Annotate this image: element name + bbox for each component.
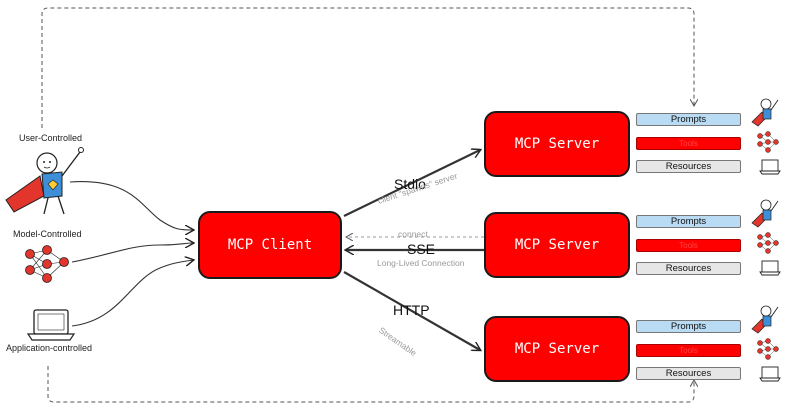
mcp-server-box-2: MCP Server: [484, 212, 630, 278]
sse-connect-note: connect: [398, 229, 428, 239]
model-controlled-label: Model-Controlled: [13, 229, 82, 239]
superhero-icon: [751, 98, 779, 127]
sse-label: SSE: [407, 241, 436, 257]
prompts-capability-2: Prompts: [636, 215, 741, 228]
mcp-server-box-1: MCP Server: [484, 111, 630, 177]
http-label: HTTP: [393, 302, 430, 318]
http-arrow: [343, 271, 480, 350]
application-controlled-label: Application-controlled: [6, 343, 93, 353]
superhero-icon: [751, 199, 779, 228]
mcp-client-box: MCP Client: [198, 211, 342, 279]
server-2-icons: [751, 199, 781, 276]
stdio-arrow: [343, 150, 480, 217]
user-controlled-label: User-Controlled: [19, 133, 83, 143]
superhero-user-icon: [5, 147, 84, 215]
laptop-icon: [26, 309, 76, 341]
app-to-resources-dashed-arrow: [47, 366, 694, 403]
resources-capability-2: Resources: [636, 262, 741, 275]
app-to-client-arrow: [71, 260, 193, 327]
model-to-client-arrow: [71, 243, 193, 263]
sse-note: Long-Lived Connection: [377, 258, 465, 268]
server-1-icons: [751, 98, 781, 175]
laptop-icon: [759, 159, 781, 175]
resources-capability-1: Resources: [636, 160, 741, 173]
server-3-icons: [751, 305, 781, 382]
neural-network-icon: [757, 131, 779, 153]
user-to-prompts-dashed-arrow: [41, 7, 694, 128]
mcp-server-box-3: MCP Server: [484, 316, 630, 382]
laptop-icon: [759, 260, 781, 276]
neural-network-icon: [757, 338, 779, 360]
prompts-capability-1: Prompts: [636, 113, 741, 126]
tools-capability-2: Tools: [636, 239, 741, 252]
prompts-capability-3: Prompts: [636, 320, 741, 333]
neural-network-icon: [757, 232, 779, 254]
laptop-icon: [759, 366, 781, 382]
superhero-icon: [751, 305, 779, 334]
resources-capability-3: Resources: [636, 367, 741, 380]
neural-network-icon: [25, 245, 69, 283]
tools-capability-1: Tools: [636, 137, 741, 150]
user-to-client-arrow: [69, 181, 193, 230]
stdio-label: Stdio: [394, 176, 426, 192]
tools-capability-3: Tools: [636, 344, 741, 357]
